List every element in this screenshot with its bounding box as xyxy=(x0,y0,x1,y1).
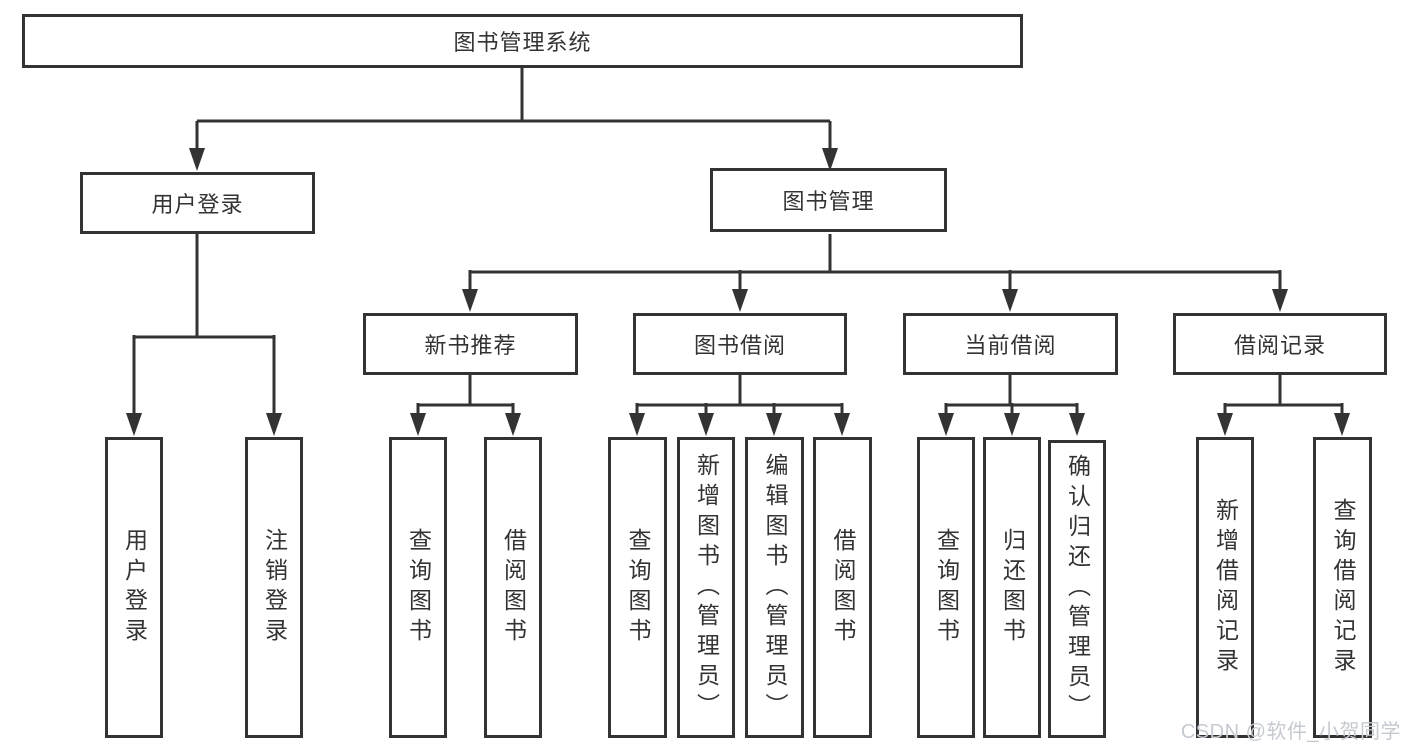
leaf-newbook-query-books: 查询图书 xyxy=(389,437,447,738)
leaf-current-confirm-return-admin: 确认归还（管理员） xyxy=(1048,440,1106,738)
node-borrow-records: 借阅记录 xyxy=(1173,313,1387,375)
leaf-records-query-borrow-record: 查询借阅记录 xyxy=(1313,437,1372,738)
leaf-borrow-add-books-admin: 新增图书（管理员） xyxy=(677,437,735,738)
leaf-current-return-books: 归还图书 xyxy=(983,437,1041,738)
node-current-borrow: 当前借阅 xyxy=(903,313,1118,375)
node-user-login: 用户登录 xyxy=(80,172,315,234)
csdn-watermark: CSDN @软件_小贺同学 xyxy=(1180,721,1401,743)
node-book-management: 图书管理 xyxy=(710,168,947,232)
leaf-user-login: 用户登录 xyxy=(105,437,163,738)
node-book-borrow: 图书借阅 xyxy=(633,313,847,375)
leaf-logout: 注销登录 xyxy=(245,437,303,738)
leaf-records-add-borrow-record: 新增借阅记录 xyxy=(1196,437,1254,738)
leaf-current-query-books: 查询图书 xyxy=(917,437,975,738)
leaf-borrow-query-books: 查询图书 xyxy=(608,437,667,738)
connector-paths xyxy=(132,68,1344,415)
node-new-book-recommend: 新书推荐 xyxy=(363,313,578,375)
node-root-library-system: 图书管理系统 xyxy=(22,14,1023,68)
leaf-newbook-borrow-books: 借阅图书 xyxy=(484,437,542,738)
leaf-borrow-edit-books-admin: 编辑图书（管理员） xyxy=(745,437,804,738)
leaf-borrow-borrow-books: 借阅图书 xyxy=(813,437,872,738)
